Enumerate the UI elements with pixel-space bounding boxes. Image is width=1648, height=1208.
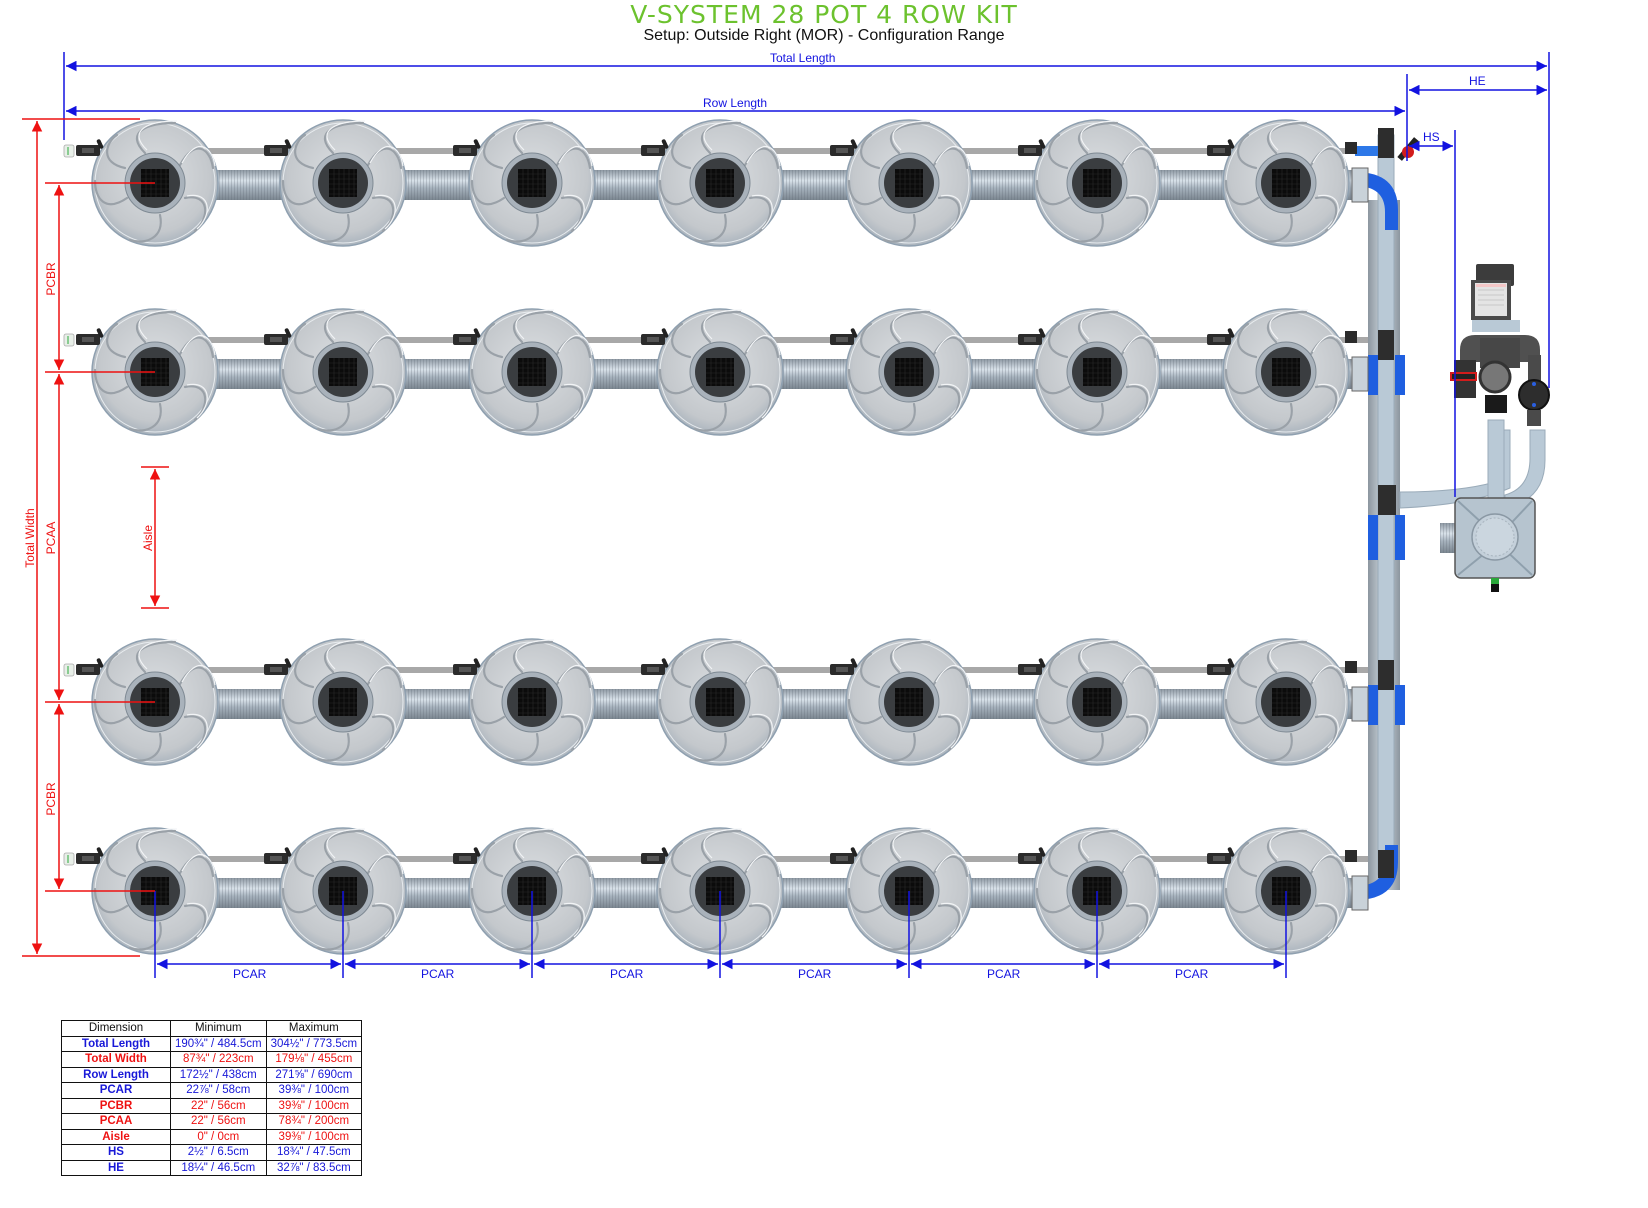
pcar-label-6: PCAR — [1175, 967, 1209, 981]
page-subtitle: Setup: Outside Right (MOR) - Configurati… — [643, 27, 1005, 44]
max-cell: 179⅛" / 455cm — [265, 1051, 363, 1068]
reservoir-icon — [1440, 497, 1536, 592]
max-cell: 39⅜" / 100cm — [265, 1128, 363, 1145]
table-header-row: Dimension Minimum Maximum — [61, 1020, 363, 1037]
min-cell: 87¾" / 223cm — [170, 1051, 267, 1068]
dimension-cell: Row Length — [61, 1066, 171, 1083]
row-pipes — [190, 148, 1370, 908]
min-cell: 0" / 0cm — [170, 1128, 267, 1145]
max-cell: 271⅝" / 690cm — [265, 1066, 363, 1083]
pcar-label-2: PCAR — [421, 967, 455, 981]
page-title: V-SYSTEM 28 POT 4 ROW KIT — [630, 0, 1018, 29]
pcar-label-1: PCAR — [233, 967, 267, 981]
column-header-maximum: Maximum — [265, 1020, 363, 1037]
dimension-cell: Total Width — [61, 1051, 171, 1068]
dimension-cell: Total Length — [61, 1035, 171, 1052]
min-cell: 18¼" / 46.5cm — [170, 1159, 267, 1176]
max-cell: 32⅞" / 83.5cm — [265, 1159, 363, 1176]
dimension-cell: Aisle — [61, 1128, 171, 1145]
total-length-label: Total Length — [770, 51, 836, 65]
pump-icon — [1450, 264, 1550, 426]
pcar-label-5: PCAR — [987, 967, 1021, 981]
dimension-cell: HS — [61, 1144, 171, 1161]
max-cell: 39⅜" / 100cm — [265, 1097, 363, 1114]
he-label: HE — [1469, 74, 1486, 88]
table-row: Total Length 190¾" / 484.5cm 304½" / 773… — [61, 1035, 363, 1052]
pcbr-bottom-label: PCBR — [44, 782, 58, 816]
pcar-label-4: PCAR — [798, 967, 832, 981]
max-cell: 18¾" / 47.5cm — [265, 1144, 363, 1161]
aisle-label: Aisle — [141, 525, 155, 552]
pot-grid — [90, 118, 1351, 956]
table-row: HS 2½" / 6.5cm 18¾" / 47.5cm — [61, 1144, 363, 1161]
table-row: Aisle 0" / 0cm 39⅜" / 100cm — [61, 1128, 363, 1145]
row-2 — [90, 307, 1351, 437]
column-header-dimension: Dimension — [61, 1020, 171, 1037]
dimension-cell: HE — [61, 1159, 171, 1176]
pump-hoses — [1399, 419, 1546, 509]
table-row: PCAR 22⅞" / 58cm 39⅜" / 100cm — [61, 1082, 363, 1099]
blue-dimensions — [63, 52, 1550, 978]
row-3 — [90, 637, 1351, 767]
dimension-cell: PCBR — [61, 1097, 171, 1114]
red-dimensions — [22, 118, 169, 957]
table-row: Total Width 87¾" / 223cm 179⅛" / 455cm — [61, 1051, 363, 1068]
max-cell: 304½" / 773.5cm — [265, 1035, 363, 1052]
row-1 — [90, 118, 1351, 248]
dimension-spec-table: Dimension Minimum Maximum Total Length 1… — [61, 1020, 363, 1176]
return-manifold — [1345, 128, 1419, 911]
table-row: HE 18¼" / 46.5cm 32⅞" / 83.5cm — [61, 1159, 363, 1176]
dimension-cell: PCAR — [61, 1082, 171, 1099]
drippers — [63, 138, 1235, 866]
min-cell: 22" / 56cm — [170, 1113, 267, 1130]
max-cell: 78¾" / 200cm — [265, 1113, 363, 1130]
column-header-minimum: Minimum — [170, 1020, 267, 1037]
table-row: PCBR 22" / 56cm 39⅜" / 100cm — [61, 1097, 363, 1114]
min-cell: 190¾" / 484.5cm — [170, 1035, 267, 1052]
dimension-cell: PCAA — [61, 1113, 171, 1130]
table-row: PCAA 22" / 56cm 78¾" / 200cm — [61, 1113, 363, 1130]
max-cell: 39⅜" / 100cm — [265, 1082, 363, 1099]
pcbr-top-label: PCBR — [44, 262, 58, 296]
min-cell: 172½" / 438cm — [170, 1066, 267, 1083]
pcaa-label: PCAA — [44, 521, 58, 555]
min-cell: 2½" / 6.5cm — [170, 1144, 267, 1161]
row-length-label: Row Length — [703, 96, 768, 110]
min-cell: 22" / 56cm — [170, 1097, 267, 1114]
pcar-label-3: PCAR — [610, 967, 644, 981]
drain-valve-icon — [1397, 137, 1419, 161]
table-row: Row Length 172½" / 438cm 271⅝" / 690cm — [61, 1066, 363, 1083]
hs-label: HS — [1423, 130, 1440, 144]
total-width-label: Total Width — [23, 508, 37, 568]
min-cell: 22⅞" / 58cm — [170, 1082, 267, 1099]
